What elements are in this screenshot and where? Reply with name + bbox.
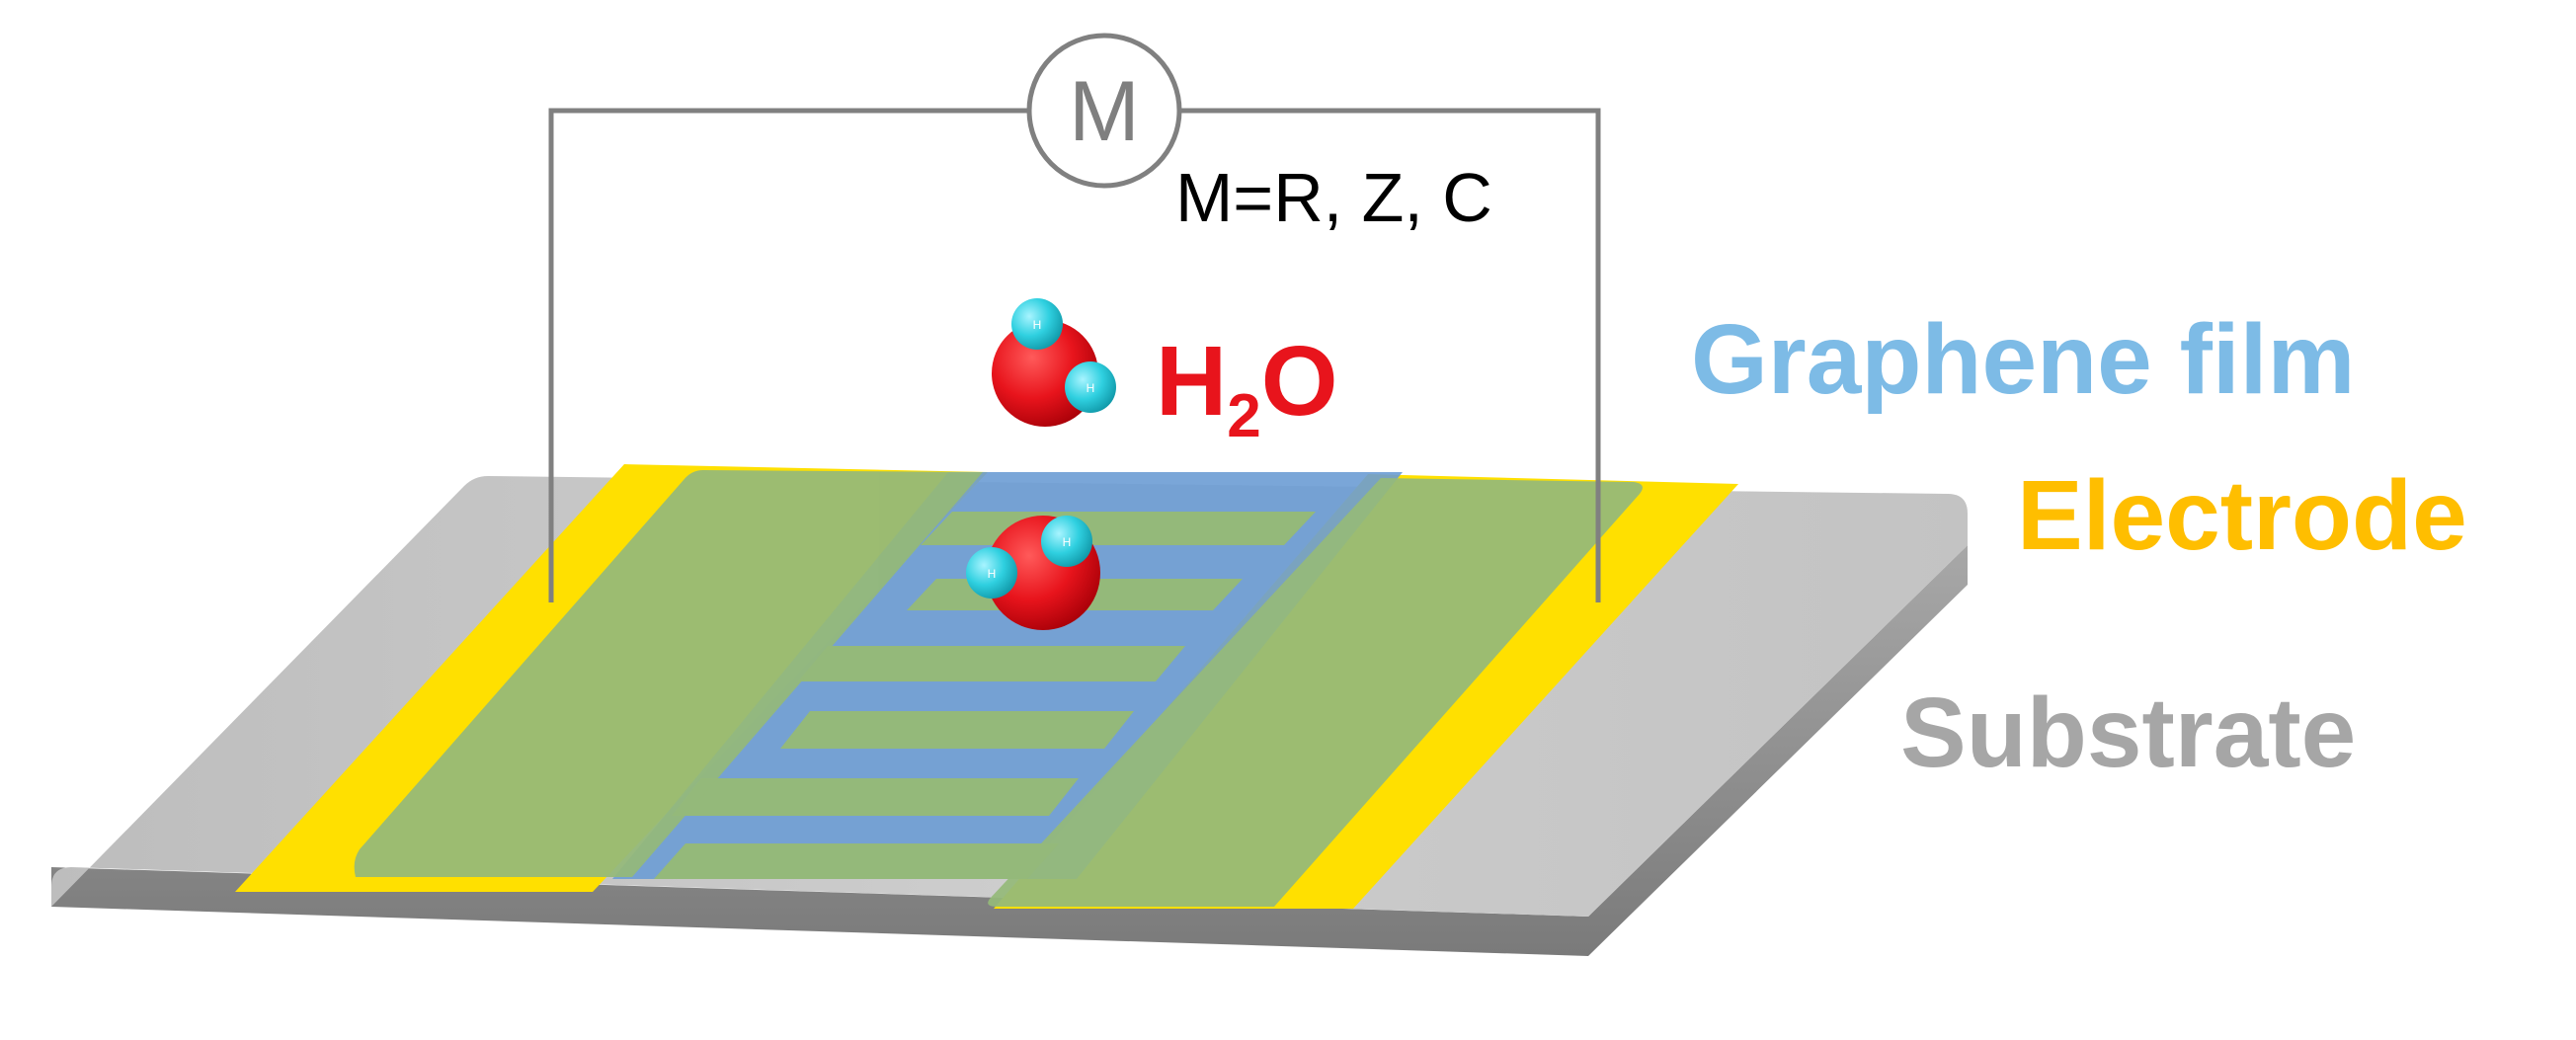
contact-pad-right (988, 478, 1643, 907)
contact-pad-left (354, 470, 984, 877)
wire-left (548, 108, 1027, 602)
h2o-label-o: O (1261, 326, 1338, 437)
hydrogen-atom (1065, 361, 1116, 413)
meter: M (1026, 33, 1182, 189)
finger (780, 711, 1134, 749)
label-graphene-film: Graphene film (1691, 304, 2355, 415)
hydrogen-atom (1011, 298, 1063, 350)
hydrogen-atom-label: H (988, 567, 997, 581)
finger (654, 843, 1059, 879)
label-substrate: Substrate (1900, 678, 2356, 788)
meter-symbol: M (1069, 64, 1140, 159)
interdigitated-electrode-fingers (654, 512, 1316, 879)
h2o-label: H2O (1156, 326, 1338, 450)
label-electrode: Electrode (2017, 460, 2467, 571)
finger (672, 778, 1079, 816)
hydrogen-atom (1041, 516, 1092, 567)
hydrogen-atom-label: H (1087, 381, 1095, 395)
hydrogen-atom (966, 547, 1017, 599)
meter-circle (1026, 33, 1182, 189)
water-molecule-adsorbed: H H (966, 516, 1100, 630)
circuit-wires (548, 108, 1601, 602)
hydrogen-atom-label: H (1063, 535, 1072, 549)
finger (798, 646, 1185, 681)
h2o-label-h: H (1156, 326, 1227, 437)
wire-right (1181, 108, 1601, 602)
finger (921, 512, 1316, 545)
water-molecule-floating: H H (992, 298, 1116, 427)
h2o-label-subscript: 2 (1227, 382, 1260, 450)
meter-caption: M=R, Z, C (1175, 159, 1492, 236)
hydrogen-atom-label: H (1033, 318, 1042, 332)
contact-pads-overlay (354, 470, 1643, 907)
